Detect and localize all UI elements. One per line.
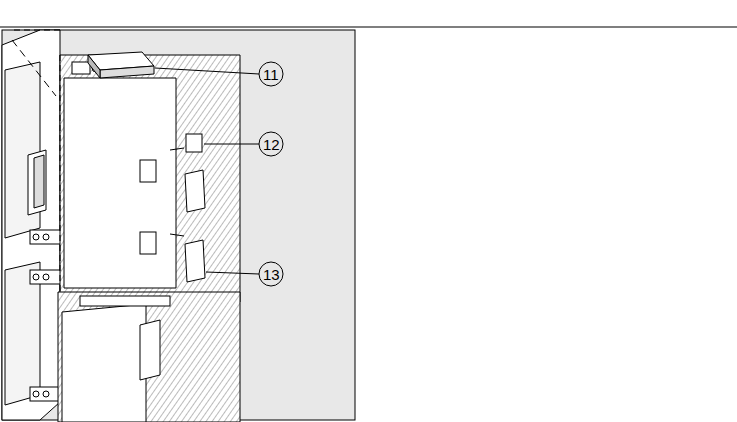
callout-number: 13 [263,267,280,282]
callout-number: 11 [263,67,279,82]
callout-number: 12 [263,137,280,152]
